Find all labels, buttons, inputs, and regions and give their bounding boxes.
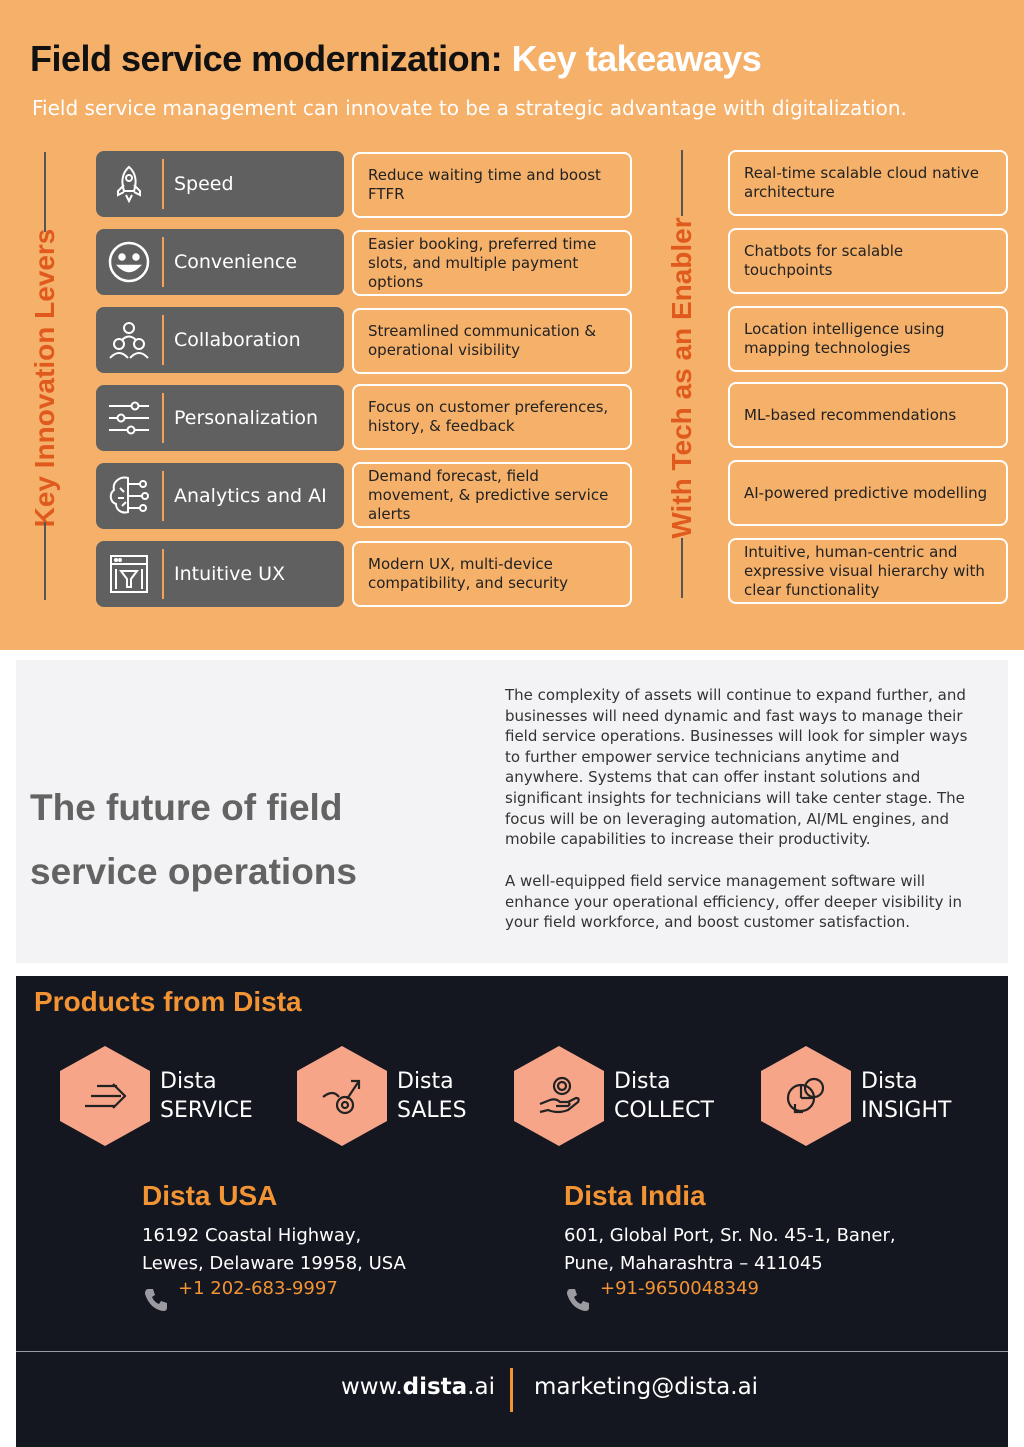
title-accent: Key takeaways [511,38,762,79]
tech-enabler-box: Location intelligence using mapping tech… [728,306,1008,372]
lever-label: Intuitive UX [174,563,286,585]
office-address-line2: Lewes, Delaware 19958, USA [142,1253,406,1274]
key-takeaways-section: Field service modernization: Key takeawa… [0,0,1024,650]
product-name: SALES [397,1098,467,1123]
phone-icon [567,1289,589,1311]
product-brand: Dista [861,1069,918,1094]
brain-circuit-icon [96,471,164,521]
office-address-line1: 16192 Coastal Highway, [142,1225,362,1246]
lever-convenience: Convenience [96,229,344,295]
footer: www.dista.ai marketing@dista.ai [0,1368,1024,1412]
phone-icon [145,1289,167,1311]
tech-enabler-box: Intuitive, human-centric and expressive … [728,538,1008,604]
product-name: COLLECT [614,1098,714,1123]
tech-enabler-box: ML-based recommendations [728,382,1008,448]
pie-insight-icon [761,1046,851,1146]
lever-benefit-box: Modern UX, multi-device compatibility, a… [352,541,632,607]
levers-line-bottom [44,522,46,600]
future-paragraph-2: A well-equipped field service management… [505,872,962,932]
product-brand: Dista [397,1069,454,1094]
web-suffix: .ai [467,1374,495,1400]
levers-vertical-label: Key Innovation Levers [29,228,60,528]
lever-speed: Speed [96,151,344,217]
tech-enabler-box: Real-time scalable cloud native architec… [728,150,1008,216]
product-brand: Dista [160,1069,217,1094]
tech-enabler-box: Chatbots for scalable touchpoints [728,228,1008,294]
sliders-icon [96,393,164,443]
footer-separator [510,1368,513,1412]
footer-divider [16,1351,1008,1352]
levers-line-top [44,152,46,232]
office-phone[interactable]: +91-9650048349 [564,1278,896,1314]
people-icon [96,315,164,365]
rocket-icon [96,159,164,209]
lever-benefit-box: Streamlined communication & operational … [352,308,632,374]
lever-benefit-box: Easier booking, preferred time slots, an… [352,230,632,296]
lever-label: Convenience [174,251,298,273]
product-name: SERVICE [160,1098,253,1123]
website-link[interactable]: www.dista.ai [341,1374,495,1400]
lever-benefit-box: Focus on customer preferences, history, … [352,384,632,450]
lever-label: Collaboration [174,329,301,351]
future-section: The future of field service operations T… [16,660,1008,963]
lever-personalization: Personalization [96,385,344,451]
lever-label: Speed [174,173,234,195]
product-brand: Dista [614,1069,671,1094]
page-title: Field service modernization: Key takeawa… [30,38,762,80]
office-usa: Dista USA 16192 Coastal Highway, Lewes, … [142,1180,406,1314]
products-heading: Products from Dista [34,986,302,1017]
lever-label: Personalization [174,407,319,429]
lever-intuitive-ux: Intuitive UX [96,541,344,607]
office-phone-number[interactable]: +91-9650048349 [600,1278,760,1299]
hand-coin-icon [514,1046,604,1146]
ux-window-icon [96,549,164,599]
lever-collaboration: Collaboration [96,307,344,373]
tech-enabler-box: AI-powered predictive modelling [728,460,1008,526]
office-address-line2: Pune, Maharashtra – 411045 [564,1253,823,1274]
lever-label: Analytics and AI [174,485,327,507]
smiley-icon [96,237,164,287]
enabler-vertical-label: With Tech as an Enabler [666,217,697,539]
office-india: Dista India 601, Global Port, Sr. No. 45… [564,1180,896,1314]
arrows-right-icon [60,1046,150,1146]
lever-benefit-box: Reduce waiting time and boost FTFR [352,152,632,218]
lever-analytics-ai: Analytics and AI [96,463,344,529]
office-phone[interactable]: +1 202-683-9997 [142,1278,406,1314]
enabler-line-top [681,150,683,216]
office-name: Dista USA [142,1180,278,1211]
email-link[interactable]: marketing@dista.ai [534,1374,759,1400]
page-subtitle: Field service management can innovate to… [32,96,907,120]
title-main: Field service modernization: [30,38,512,79]
future-heading: The future of field service operations [30,787,357,892]
lever-benefit-box: Demand forecast, field movement, & predi… [352,462,632,528]
web-prefix: www. [341,1374,403,1400]
office-address-line1: 601, Global Port, Sr. No. 45-1, Baner, [564,1225,896,1246]
office-phone-number[interactable]: +1 202-683-9997 [178,1278,338,1299]
office-name: Dista India [564,1180,706,1211]
web-brand: dista [402,1374,468,1400]
future-paragraph-1: The complexity of assets will continue t… [505,686,968,849]
target-arrow-icon [297,1046,387,1146]
product-name: INSIGHT [861,1098,952,1123]
enabler-line-bottom [681,538,683,598]
